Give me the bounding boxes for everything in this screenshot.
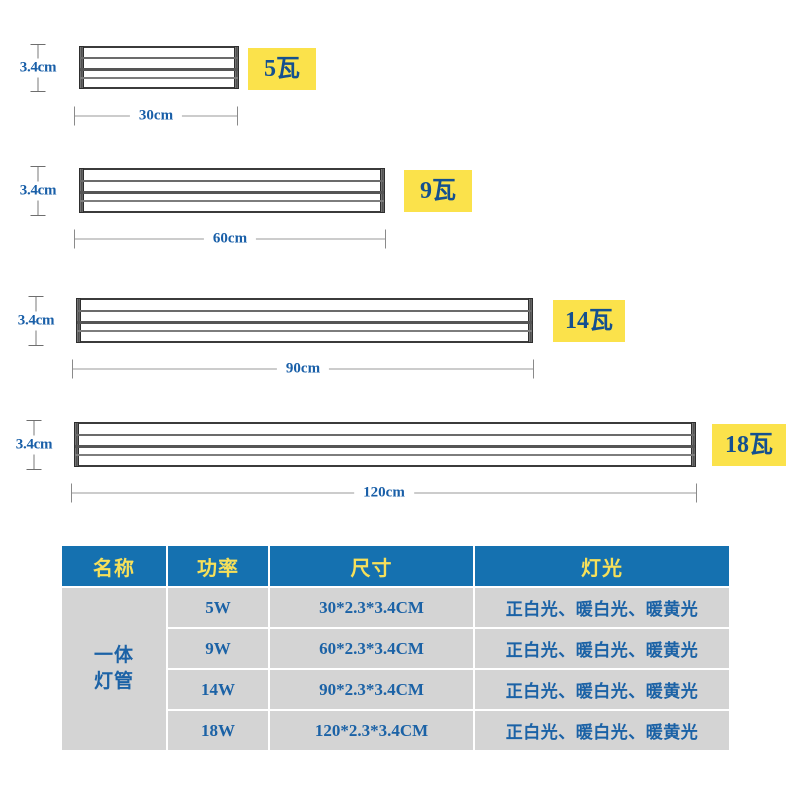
height-dimension-14w: 3.4cm [15, 296, 57, 346]
cell-size: 30*2.3*3.4CM [270, 588, 473, 627]
length-dimension-14w: 90cm [72, 356, 534, 382]
dimension-tick-bottom [30, 215, 46, 216]
lamp-diagram-5w: 3.4cm 30cm 5瓦 [0, 0, 800, 140]
length-dimension-5w: 30cm [74, 103, 238, 129]
dimension-tick-left [74, 106, 75, 126]
lamp-diagram-9w: 3.4cm 60cm 9瓦 [0, 130, 800, 270]
tube-stripe [80, 68, 238, 72]
table-row: 18W 120*2.3*3.4CM 正白光、暖白光、暖黄光 [62, 711, 729, 750]
column-header-light: 灯光 [475, 546, 729, 586]
tube-end-cap-left [76, 298, 81, 343]
dimension-tick-left [71, 483, 72, 503]
column-header-power: 功率 [168, 546, 268, 586]
tube-end-cap-right [380, 168, 385, 213]
wattage-badge-14w: 14瓦 [553, 300, 625, 342]
tube-stripe [80, 76, 238, 79]
cell-size: 90*2.3*3.4CM [270, 670, 473, 709]
tube-end-cap-left [79, 46, 84, 89]
lamp-tube-9w [79, 168, 385, 213]
tube-stripe [75, 433, 695, 436]
dimension-tick-bottom [28, 345, 44, 346]
dimension-tick-top [30, 166, 46, 167]
tube-stripe [80, 200, 384, 203]
length-label-14w: 90cm [276, 360, 330, 378]
tube-end-cap-right [528, 298, 533, 343]
dimension-tick-top [28, 296, 44, 297]
height-label-5w: 3.4cm [17, 58, 59, 78]
tube-stripe [75, 445, 695, 449]
wattage-badge-label: 18瓦 [725, 432, 773, 458]
product-name-cell: 一体 灯管 [62, 588, 166, 750]
tube-stripe [80, 179, 384, 182]
cell-power: 9W [168, 629, 268, 668]
tube-stripe [80, 191, 384, 195]
tube-end-cap-right [691, 422, 696, 467]
height-label-14w: 3.4cm [15, 311, 57, 331]
product-name-line1: 一体 [93, 645, 134, 667]
dimension-tick-bottom [26, 469, 42, 470]
tube-stripe [77, 321, 532, 325]
tube-end-cap-left [74, 422, 79, 467]
length-label-9w: 60cm [203, 230, 257, 248]
cell-light: 正白光、暖白光、暖黄光 [475, 670, 729, 709]
column-header-name: 名称 [62, 546, 166, 586]
wattage-badge-label: 5瓦 [264, 56, 300, 82]
cell-light: 正白光、暖白光、暖黄光 [475, 588, 729, 627]
tube-end-cap-right [234, 46, 239, 89]
height-dimension-9w: 3.4cm [17, 166, 59, 216]
cell-size: 120*2.3*3.4CM [270, 711, 473, 750]
dimension-tick-right [237, 106, 238, 126]
lamp-tube-14w [76, 298, 533, 343]
cell-power: 5W [168, 588, 268, 627]
length-dimension-18w: 120cm [71, 480, 697, 506]
length-label-18w: 120cm [354, 484, 414, 502]
wattage-badge-5w: 5瓦 [248, 48, 316, 90]
column-header-size: 尺寸 [270, 546, 473, 586]
dimension-tick-left [72, 359, 73, 379]
cell-light: 正白光、暖白光、暖黄光 [475, 629, 729, 668]
cell-size: 60*2.3*3.4CM [270, 629, 473, 668]
cell-light: 正白光、暖白光、暖黄光 [475, 711, 729, 750]
height-dimension-5w: 3.4cm [17, 44, 59, 92]
table-header-row: 名称 功率 尺寸 灯光 [62, 546, 729, 586]
dimension-tick-right [696, 483, 697, 503]
wattage-badge-label: 14瓦 [565, 308, 613, 334]
dimension-tick-top [30, 44, 46, 45]
table-row: 9W 60*2.3*3.4CM 正白光、暖白光、暖黄光 [62, 629, 729, 668]
lamp-tube-18w [74, 422, 696, 467]
length-dimension-9w: 60cm [74, 226, 386, 252]
lamp-diagram-18w: 3.4cm 120cm 18瓦 [0, 388, 800, 528]
product-name-line2: 灯管 [93, 671, 134, 692]
tube-stripe [77, 309, 532, 312]
dimension-tick-left [74, 229, 75, 249]
height-label-9w: 3.4cm [17, 181, 59, 201]
tube-stripe [80, 57, 238, 60]
cell-power: 18W [168, 711, 268, 750]
tube-stripe [77, 330, 532, 333]
dimension-tick-bottom [30, 91, 46, 92]
spec-table: 名称 功率 尺寸 灯光 一体 灯管 5W 30*2.3*3.4CM 正白光、暖白… [60, 544, 731, 752]
wattage-badge-9w: 9瓦 [404, 170, 472, 212]
lamp-diagram-14w: 3.4cm 90cm 14瓦 [0, 258, 800, 398]
length-label-5w: 30cm [129, 107, 183, 125]
height-dimension-18w: 3.4cm [13, 420, 55, 470]
cell-power: 14W [168, 670, 268, 709]
tube-end-cap-left [79, 168, 84, 213]
table-row: 14W 90*2.3*3.4CM 正白光、暖白光、暖黄光 [62, 670, 729, 709]
dimension-tick-right [385, 229, 386, 249]
table-row: 一体 灯管 5W 30*2.3*3.4CM 正白光、暖白光、暖黄光 [62, 588, 729, 750]
lamp-tube-5w [79, 46, 239, 89]
wattage-badge-18w: 18瓦 [712, 424, 786, 466]
tube-stripe [75, 454, 695, 457]
dimension-tick-right [533, 359, 534, 379]
dimension-tick-top [26, 420, 42, 421]
height-label-18w: 3.4cm [13, 435, 55, 455]
wattage-badge-label: 9瓦 [420, 178, 456, 204]
